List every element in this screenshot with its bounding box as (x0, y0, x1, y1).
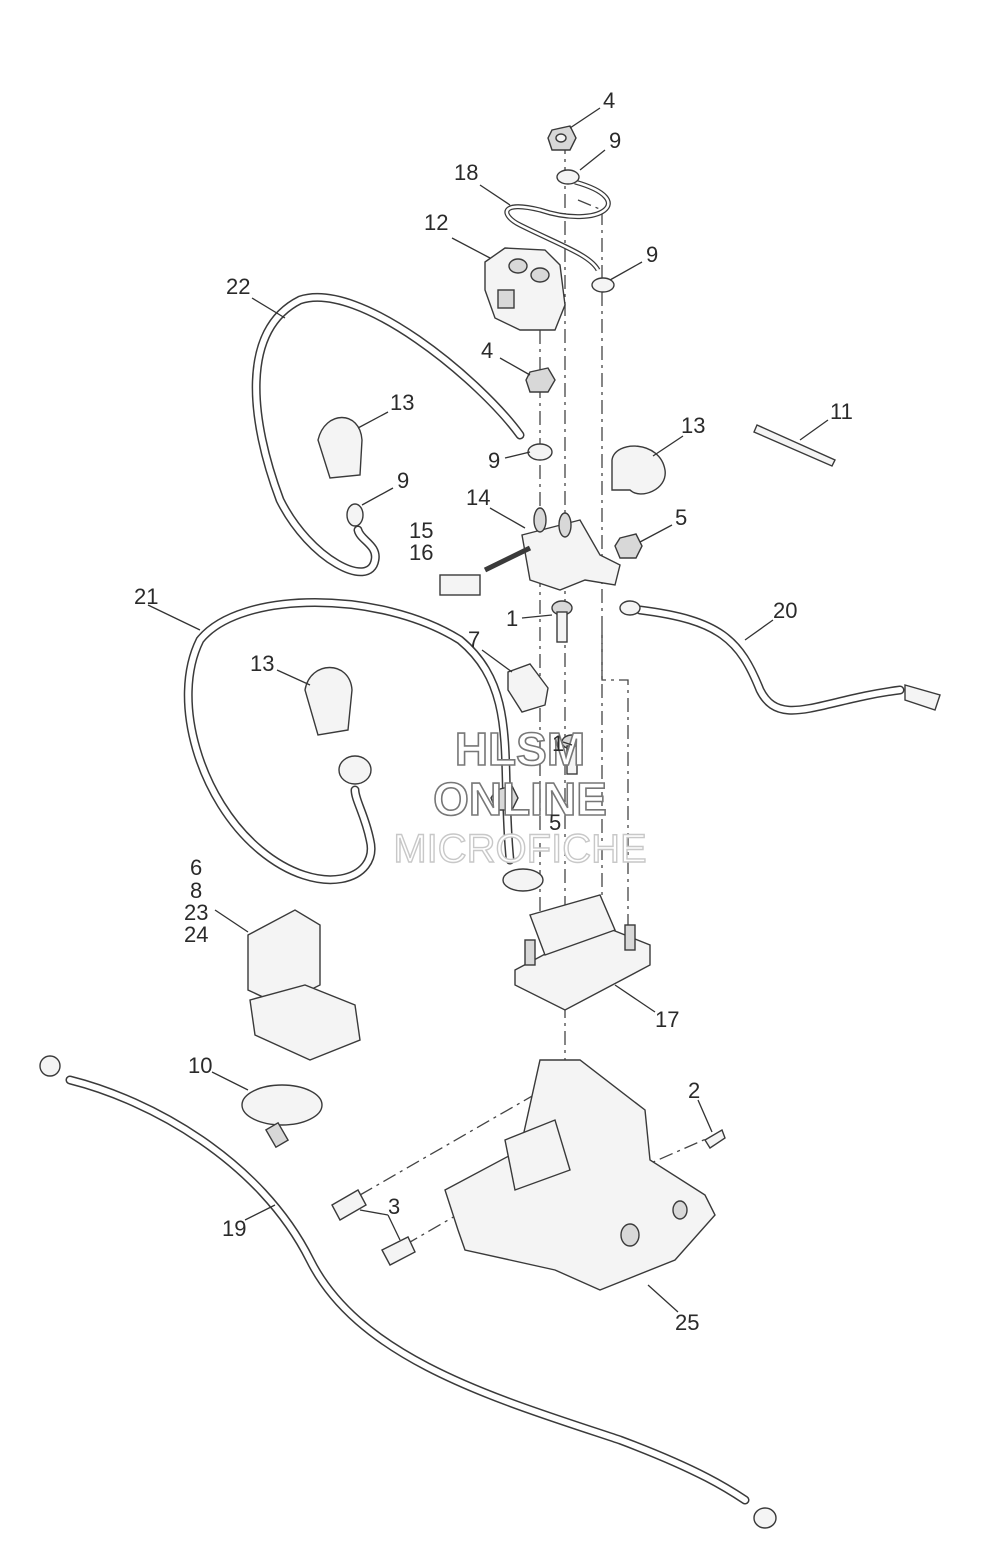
callout-15: 15 (409, 518, 433, 543)
callout-9: 9 (646, 242, 658, 267)
tie-strap-11 (753, 424, 836, 467)
battery-cable-20 (619, 600, 941, 715)
callout-19: 19 (222, 1216, 246, 1241)
callout-17: 17 (655, 1007, 679, 1032)
callout-9: 9 (488, 448, 500, 473)
boot-13-a (317, 416, 363, 479)
boot-13-c (304, 666, 353, 736)
callout-3: 3 (388, 1194, 400, 1219)
watermark: HLSM ONLINE MICROFICHE (393, 722, 648, 872)
leader-lines (147, 107, 829, 1313)
callout-13: 13 (250, 651, 274, 676)
watermark-line-2: ONLINE (433, 773, 607, 825)
solenoid-14 (439, 507, 621, 596)
callout-24: 24 (184, 922, 208, 947)
breaker-base-17 (514, 894, 651, 1011)
nut-4-top (547, 125, 577, 151)
callout-22: 22 (226, 274, 250, 299)
spacer-7 (507, 663, 549, 713)
screw-3-b (381, 1236, 416, 1266)
battery-cable-21 (183, 598, 544, 892)
callout-21: 21 (134, 584, 158, 609)
callout-6: 6 (190, 855, 202, 880)
callout-14: 14 (466, 485, 490, 510)
callout-13: 13 (681, 413, 705, 438)
callout-4: 4 (603, 88, 615, 113)
bolt-1-b (561, 734, 583, 775)
callout-10: 10 (188, 1053, 212, 1078)
ground-cable-19 (39, 1055, 777, 1529)
bolt-1-a (551, 600, 573, 643)
watermark-line-3: MICROFICHE (393, 827, 646, 871)
callout-9: 9 (397, 468, 409, 493)
callout-8: 8 (190, 878, 202, 903)
callout-13: 13 (390, 390, 414, 415)
nut-4-lower (525, 367, 556, 393)
callout-9: 9 (609, 128, 621, 153)
callout-4: 4 (481, 338, 493, 363)
bracket-25 (444, 1059, 716, 1291)
callout-11: 11 (830, 399, 853, 424)
callout-7: 7 (468, 627, 480, 652)
screw-2 (704, 1128, 726, 1149)
callout-23: 23 (184, 900, 208, 925)
callout-25: 25 (675, 1310, 699, 1335)
callout-20: 20 (773, 598, 797, 623)
callout-2: 2 (688, 1078, 700, 1103)
callout-1: 1 (506, 606, 518, 631)
callout-12: 12 (424, 210, 448, 235)
lead-18 (504, 169, 615, 293)
screw-3-a (331, 1189, 367, 1221)
cover-12 (484, 247, 566, 331)
callout-16: 16 (409, 540, 433, 565)
battery-cable-22 (251, 293, 553, 577)
clamp-10 (241, 1084, 323, 1149)
callout-5: 5 (675, 505, 687, 530)
callout-1: 1 (552, 731, 564, 756)
callout-numbers: 4 9 18 12 9 22 4 13 9 13 11 9 14 5 15 16… (134, 88, 853, 1335)
relay-assembly (247, 909, 361, 1061)
boot-13-b (611, 445, 666, 495)
nut-5-a (614, 533, 643, 559)
callout-18: 18 (454, 160, 478, 185)
nut-5-b (490, 785, 519, 811)
callout-5: 5 (549, 810, 561, 835)
watermark-line-1: HLSM (455, 723, 585, 775)
